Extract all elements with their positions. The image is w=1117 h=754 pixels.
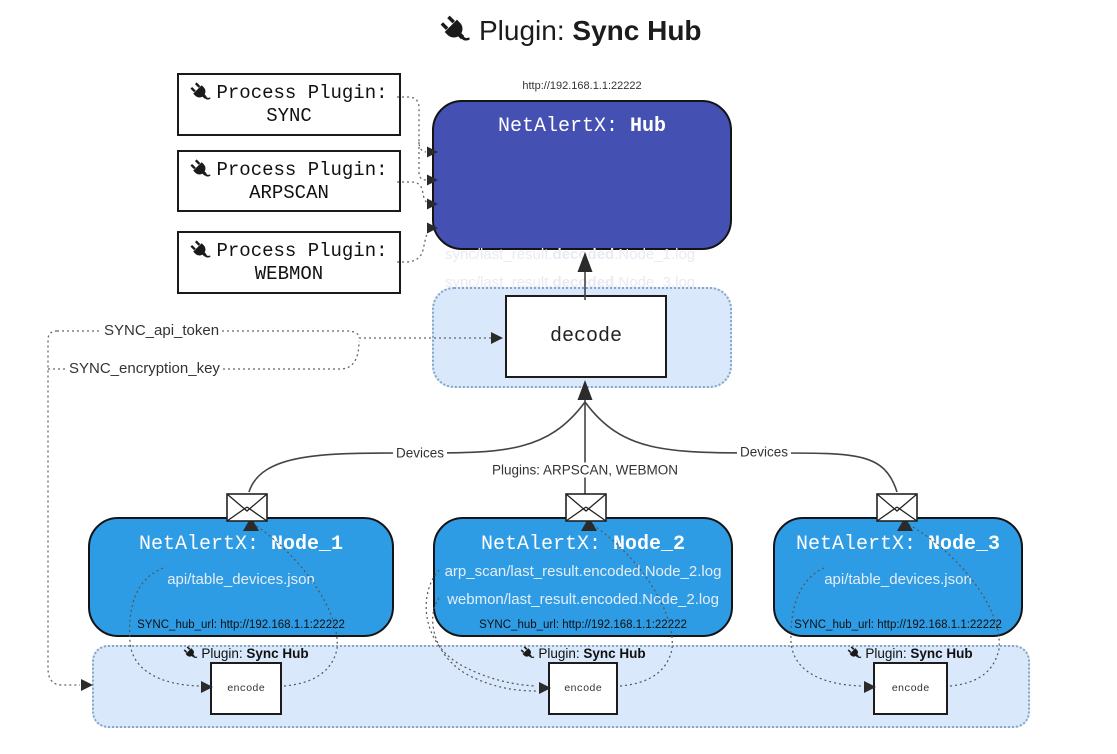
node-title: NetAlertX: Node_2	[480, 533, 686, 556]
node-file: api/table_devices.json	[824, 571, 972, 588]
process-plugin-name: ARPSCAN	[249, 181, 329, 204]
hub-box: NetAlertX: Hub sync/last_result.decoded.…	[432, 100, 732, 338]
encode-box: encode	[873, 662, 948, 715]
process-plugin-label: Process Plugin:	[216, 240, 388, 262]
page-title: Plugin: Sync Hub	[440, 15, 702, 47]
process-plugin-webmon: Process Plugin: WEBMON	[177, 231, 401, 294]
plug-icon	[520, 646, 535, 658]
band-plugin-label: Plugin: Sync Hub	[847, 646, 973, 661]
band-plugin-label: Plugin: Sync Hub	[183, 646, 309, 661]
hub-log-line: sync/last_result.decoded.Node_3.log	[445, 274, 696, 291]
node-title: NetAlertX: Node_3	[795, 533, 1001, 556]
process-plugin-sync: Process Plugin: SYNC	[177, 73, 401, 136]
plug-icon	[183, 646, 198, 658]
node-file: webmon/last_result.encoded.Node_2.log	[447, 591, 719, 608]
hub-title: NetAlertX: Hub	[497, 115, 667, 138]
hub-log-line: sync/last_result.decoded.Node_1.log	[445, 246, 696, 263]
process-plugin-label: Process Plugin:	[216, 82, 388, 104]
node-hub-url: SYNC_hub_url: http://192.168.1.1:22222	[137, 619, 345, 631]
node-hub-url: SYNC_hub_url: http://192.168.1.1:22222	[479, 619, 687, 631]
decode-box: decode	[505, 295, 667, 378]
secrets-edges	[47, 330, 503, 691]
plug-icon	[847, 646, 862, 658]
devices-edge-label: Devices	[736, 444, 792, 460]
sync-api-token-label: SYNC_api_token	[101, 322, 223, 339]
title-text: Plugin: Sync Hub	[479, 15, 702, 46]
node-file: api/table_devices.json	[167, 571, 315, 588]
plug-icon	[190, 240, 212, 258]
node-3-box: NetAlertX: Node_3 api/table_devices.json…	[773, 517, 1023, 637]
process-plugin-name: WEBMON	[254, 263, 324, 285]
node-hub-url: SYNC_hub_url: http://192.168.1.1:22222	[794, 619, 1002, 631]
devices-edge-label: Devices	[392, 445, 448, 461]
plug-icon	[190, 158, 212, 177]
process-plugin-name: SYNC	[266, 105, 312, 127]
encode-box: encode	[210, 662, 282, 715]
plug-icon	[440, 15, 470, 41]
process-plugin-arpscan: Process Plugin: ARPSCAN	[177, 150, 401, 212]
node-title: NetAlertX: Node_1	[138, 533, 344, 556]
node-1-box: NetAlertX: Node_1 api/table_devices.json…	[88, 517, 394, 637]
devices-edges	[248, 401, 898, 493]
hub-url: http://192.168.1.1:22222	[522, 80, 642, 92]
band-plugin-label: Plugin: Sync Hub	[520, 646, 646, 661]
node-file: arp_scan/last_result.encoded.Node_2.log	[444, 563, 722, 580]
encode-box: encode	[548, 662, 618, 715]
node-2-box: NetAlertX: Node_2 arp_scan/last_result.e…	[433, 517, 733, 637]
plugins-edge-label: Plugins: ARPSCAN, WEBMON	[488, 462, 682, 478]
sync-encryption-key-label: SYNC_encryption_key	[66, 360, 223, 377]
process-plugin-label: Process Plugin:	[216, 158, 388, 181]
plug-icon	[190, 82, 212, 100]
